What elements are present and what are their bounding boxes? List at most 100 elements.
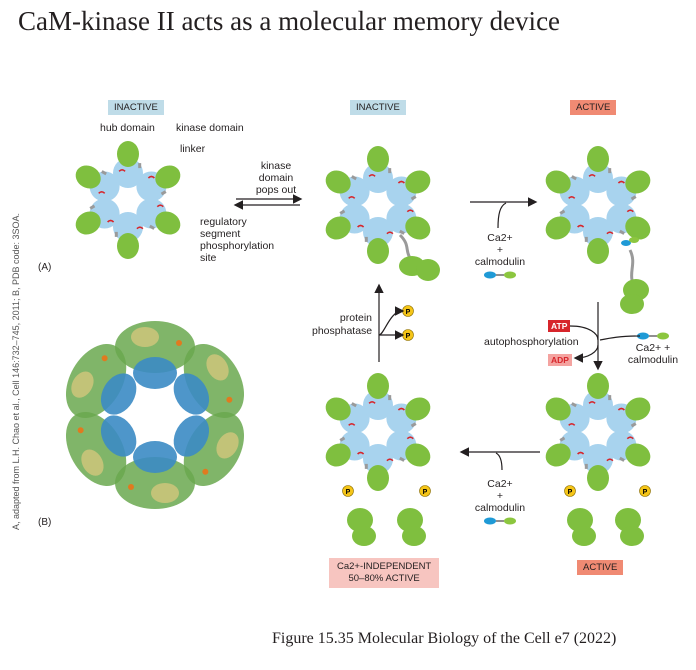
linker — [619, 456, 625, 462]
regulatory-segment — [386, 458, 394, 462]
reaction-arrow-icon — [374, 197, 641, 471]
svg-text:P: P — [406, 309, 411, 316]
kinase-domain-label: kinase domain — [176, 122, 244, 134]
kinase-domain — [325, 216, 351, 240]
regulatory-segment — [577, 451, 585, 455]
kinase-domain — [545, 443, 571, 467]
kinase-domain — [367, 238, 389, 264]
ca-text-3: Ca2+ — [487, 478, 513, 490]
crystal-arm — [173, 412, 245, 486]
pops-line-1: kinase — [260, 160, 292, 172]
regulatory-segment — [617, 407, 625, 411]
hub-domain-label: hub domain — [100, 122, 155, 134]
regulatory-segment — [626, 436, 634, 440]
crystal-arm — [65, 412, 137, 486]
kinase-domain — [625, 397, 651, 421]
crystal-structure-icon — [65, 321, 245, 509]
svg-text:P: P — [568, 489, 573, 496]
pops-line-3: pops out — [255, 184, 297, 196]
autophosphorylation-label: autophosphorylation — [484, 336, 579, 348]
regulatory-segment — [588, 401, 596, 404]
linker — [630, 422, 637, 428]
kinase-domain — [367, 465, 389, 491]
hub-domain — [363, 163, 393, 193]
linker — [101, 170, 107, 176]
holoenzyme-inactive-b — [325, 146, 431, 264]
kinase-domain — [405, 397, 431, 421]
panel-b-label: (B) — [38, 517, 52, 528]
regulatory-segment — [397, 180, 405, 184]
regulatory-segment — [357, 451, 365, 455]
kinase-domain — [405, 170, 431, 194]
linker — [410, 195, 417, 201]
kinase-domain — [75, 165, 101, 189]
hub-domain — [363, 217, 393, 247]
regulatory-segment — [577, 224, 585, 228]
regulatory-line-2: segment — [200, 228, 241, 240]
adp-badge: ADP — [548, 354, 572, 366]
kinase-domain — [587, 373, 609, 399]
kinase-domain — [155, 211, 181, 235]
kinase-domain — [367, 373, 389, 399]
kinase-domain — [117, 233, 139, 259]
hub-domain — [113, 158, 143, 188]
equilibrium-arrows-icon — [233, 194, 303, 210]
calmodulin-text-3: calmodulin — [474, 502, 526, 514]
ca-text-1: Ca2+ — [487, 232, 513, 244]
phosphatase-label: protein phosphatase — [312, 312, 372, 338]
linker — [571, 402, 577, 408]
regulatory-segment — [348, 423, 356, 426]
kinase-domain — [587, 465, 609, 491]
linker — [351, 175, 357, 181]
linker — [559, 436, 566, 442]
kinase-domain — [325, 443, 351, 467]
regulatory-segment — [606, 458, 614, 462]
ca-calmodulin-label-2: Ca2+ + calmodulin — [620, 342, 686, 366]
calmodulin-icon — [484, 237, 669, 525]
kinase-domain — [75, 211, 101, 235]
linker — [399, 456, 405, 462]
popped-kinase-d — [567, 508, 644, 546]
linker — [630, 195, 637, 201]
linker — [160, 190, 167, 196]
regulatory-segment — [118, 169, 126, 172]
plus-text-3: + — [496, 490, 504, 502]
regulatory-segment — [98, 191, 106, 194]
protein-text: protein — [339, 312, 372, 324]
crystal-arm — [115, 441, 195, 509]
linker — [339, 209, 346, 215]
kinase-domain — [545, 397, 571, 421]
linker — [559, 209, 566, 215]
hub-domain — [113, 212, 143, 242]
kinase-domain — [545, 216, 571, 240]
state-active-tag-1: ACTIVE — [570, 100, 617, 115]
svg-text:P: P — [406, 333, 411, 340]
linker — [89, 204, 96, 210]
regulatory-segment — [136, 226, 144, 230]
state-inactive-tag-2: INACTIVE — [350, 100, 406, 115]
regulatory-line-1: regulatory — [200, 216, 247, 228]
hub-domain — [583, 217, 613, 247]
regulatory-label: regulatory segment phosphorylation site — [200, 216, 274, 264]
plus-text-1: + — [496, 244, 504, 256]
regulatory-line-3: phosphorylation — [200, 240, 275, 252]
linker — [571, 175, 577, 181]
kinase-domain — [367, 146, 389, 172]
kinase-domain — [625, 170, 651, 194]
regulatory-segment — [348, 196, 356, 199]
linker — [410, 422, 417, 428]
kinase-domain — [155, 165, 181, 189]
linker — [149, 224, 155, 230]
crystal-arm — [65, 344, 137, 418]
regulatory-segment — [357, 224, 365, 228]
state-independent-tag: Ca2+-INDEPENDENT 50–80% ACTIVE — [329, 558, 440, 588]
popped-kinase-b — [398, 233, 440, 281]
kinase-domain — [587, 238, 609, 264]
holoenzyme-independent-e — [325, 373, 431, 491]
hub-domain — [363, 390, 393, 420]
regulatory-segment — [107, 219, 115, 223]
figure-title: CaM-kinase II acts as a molecular memory… — [18, 6, 561, 36]
regulatory-segment — [568, 423, 576, 426]
kinase-domain — [625, 216, 651, 240]
regulatory-segment — [368, 401, 376, 404]
